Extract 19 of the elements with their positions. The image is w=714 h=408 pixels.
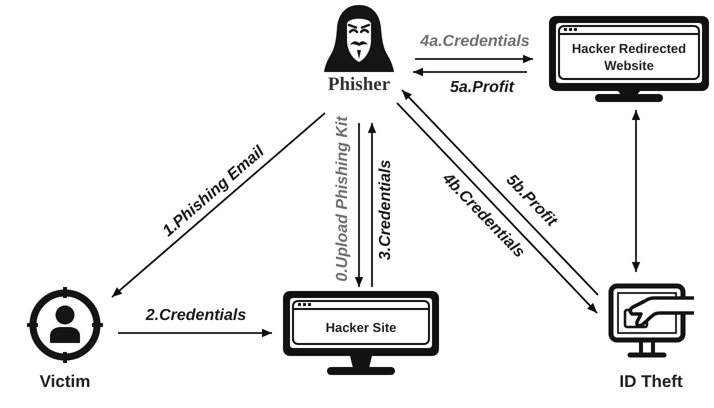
double-arrow — [632, 110, 640, 272]
edge-label: 3.Credentials — [377, 160, 395, 260]
arrow — [415, 54, 533, 64]
node-label: Hacker Site — [326, 320, 396, 334]
edge-label: 5a.Profit — [450, 79, 514, 97]
node-label: Victim — [40, 372, 90, 391]
arrow — [413, 68, 527, 76]
arrow — [111, 112, 326, 298]
node-label: Hacker Redirected Website — [572, 41, 686, 73]
arrow — [354, 123, 364, 287]
edge-label: 4a.Credentials — [420, 33, 530, 51]
arrow — [401, 89, 599, 296]
edge-label: 2.Credentials — [146, 307, 246, 325]
node-label: Phisher — [328, 74, 390, 95]
edge-label: 0.Upload Phishing Kit — [334, 116, 352, 282]
arrow — [368, 123, 376, 287]
node-label: ID Theft — [619, 372, 683, 391]
arrow — [118, 328, 272, 338]
arrow — [396, 102, 598, 314]
